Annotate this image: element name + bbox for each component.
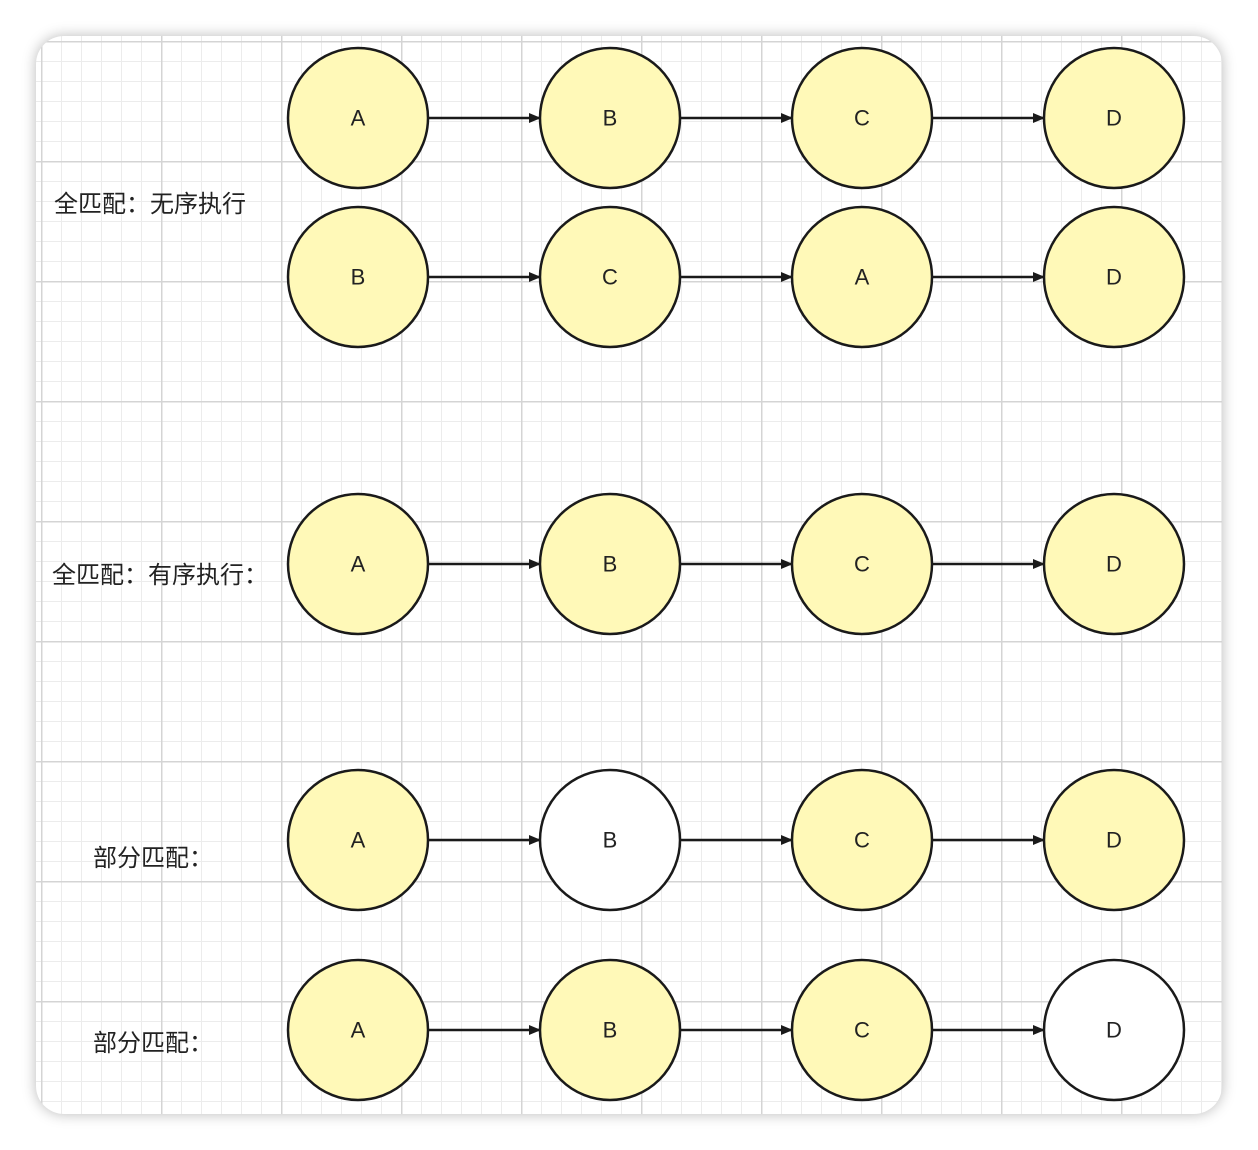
node-label: D bbox=[1106, 106, 1122, 131]
node-circle bbox=[286, 46, 430, 190]
row-label-unordered: 全匹配：无序执行 bbox=[54, 190, 246, 218]
node-circle bbox=[790, 768, 934, 912]
row-label-ordered: 全匹配：有序执行： bbox=[52, 561, 268, 589]
node-label: D bbox=[1106, 265, 1122, 290]
node-label: D bbox=[1106, 552, 1122, 577]
node-circle bbox=[286, 205, 430, 349]
node-circle bbox=[1042, 492, 1186, 636]
node-label: C bbox=[602, 265, 618, 290]
node-label: C bbox=[854, 106, 870, 131]
node-label: C bbox=[854, 1018, 870, 1043]
node-label: D bbox=[1106, 828, 1122, 853]
node-circle bbox=[538, 46, 682, 190]
node-label: D bbox=[1106, 1018, 1122, 1043]
row-3: A B C D bbox=[286, 492, 1186, 636]
node-label: A bbox=[351, 552, 366, 577]
node-label: A bbox=[351, 828, 366, 853]
node-label: A bbox=[351, 106, 366, 131]
node-label: A bbox=[351, 1018, 366, 1043]
node-label: B bbox=[603, 552, 618, 577]
node-circle bbox=[790, 205, 934, 349]
row-4: A B C D bbox=[286, 768, 1186, 912]
row-label-partial-2: 部分匹配： bbox=[93, 1029, 213, 1057]
node-label: B bbox=[603, 828, 618, 853]
row-1: A B C D bbox=[286, 46, 1186, 190]
node-label: A bbox=[855, 265, 870, 290]
node-circle bbox=[538, 768, 682, 912]
row-label-partial-1: 部分匹配： bbox=[93, 844, 213, 872]
node-circle bbox=[286, 958, 430, 1102]
node-circle bbox=[1042, 46, 1186, 190]
node-circle bbox=[790, 492, 934, 636]
node-label: C bbox=[854, 552, 870, 577]
node-label: C bbox=[854, 828, 870, 853]
node-circle bbox=[1042, 205, 1186, 349]
node-label: B bbox=[351, 265, 366, 290]
node-circle bbox=[538, 205, 682, 349]
node-circle bbox=[538, 492, 682, 636]
node-circle bbox=[790, 46, 934, 190]
node-circle bbox=[1042, 768, 1186, 912]
row-2: B C A D bbox=[286, 205, 1186, 349]
node-circle bbox=[286, 492, 430, 636]
row-5: A B C D bbox=[286, 958, 1186, 1102]
node-label: B bbox=[603, 106, 618, 131]
node-circle bbox=[286, 768, 430, 912]
node-circle bbox=[538, 958, 682, 1102]
node-label: B bbox=[603, 1018, 618, 1043]
node-circle bbox=[1042, 958, 1186, 1102]
node-circle bbox=[790, 958, 934, 1102]
